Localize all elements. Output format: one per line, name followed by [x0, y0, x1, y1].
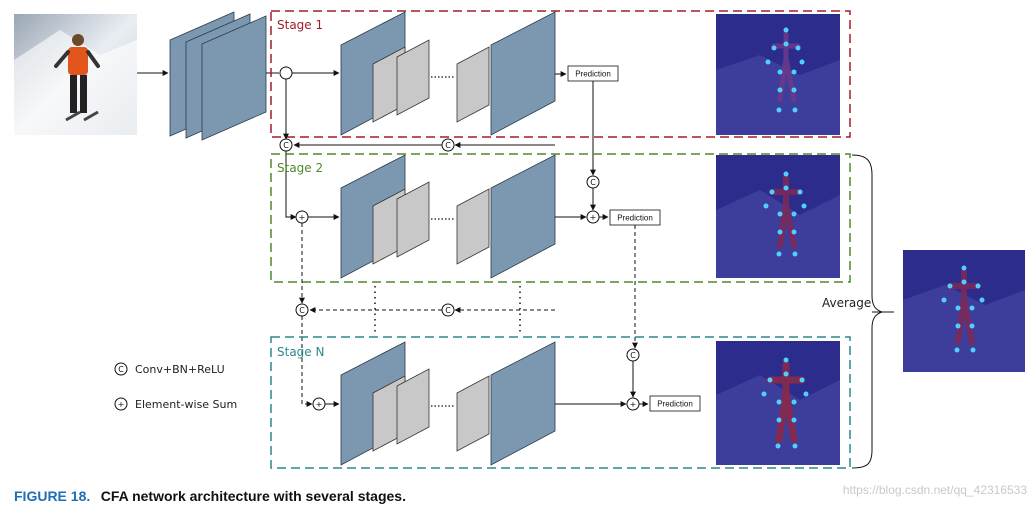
input-image [14, 14, 137, 135]
stage-1-title: Stage 1 [277, 18, 323, 32]
final-heatmap [903, 250, 1025, 372]
watermark: https://blog.csdn.net/qq_42316533 [843, 483, 1027, 497]
average-label: Average [822, 296, 871, 310]
stage-2-heatmap [716, 155, 840, 278]
svg-text:C: C [445, 141, 451, 150]
legend-sum-label: Element-wise Sum [135, 398, 237, 411]
stage-n-feature-maps [340, 341, 556, 466]
svg-text:+: + [590, 213, 597, 222]
svg-text:C: C [118, 365, 124, 374]
stage-n-prediction-box [649, 395, 701, 412]
stage-2-feature-maps [340, 154, 556, 279]
svg-text:C: C [630, 351, 636, 360]
backbone-feature-maps [169, 11, 267, 141]
svg-text:C: C [590, 178, 596, 187]
stage-2-box [270, 153, 851, 283]
figure-caption: FIGURE 18. CFA network architecture with… [14, 488, 406, 505]
stage-1-box [270, 10, 851, 138]
stage-n-box [270, 336, 851, 469]
stage-n-prediction-label: Prediction [657, 400, 693, 409]
legend: C Conv+BN+ReLU + Element-wise Sum [114, 362, 237, 411]
stage-n-heatmap [716, 341, 840, 465]
svg-text:+: + [299, 213, 306, 222]
legend-conv-label: Conv+BN+ReLU [135, 363, 225, 376]
caption-label: FIGURE 18. [14, 488, 90, 504]
svg-text:+: + [118, 400, 125, 409]
stage-n-title: Stage N [277, 345, 324, 359]
svg-text:C: C [445, 306, 451, 315]
stage-1-feature-maps [340, 11, 556, 136]
legend-conv-icon [114, 362, 128, 376]
stage-1-heatmap [716, 14, 840, 135]
caption-text: CFA network architecture with several st… [101, 488, 406, 504]
svg-text:+: + [630, 400, 637, 409]
svg-text:+: + [316, 400, 323, 409]
stage-2-title: Stage 2 [277, 161, 323, 175]
stage-2-prediction-label: Prediction [617, 214, 653, 223]
legend-sum-icon [114, 397, 128, 411]
stage-1-prediction-label: Prediction [575, 70, 611, 79]
stage-1-junction-node [279, 66, 293, 80]
svg-text:C: C [299, 306, 305, 315]
svg-text:C: C [283, 141, 289, 150]
